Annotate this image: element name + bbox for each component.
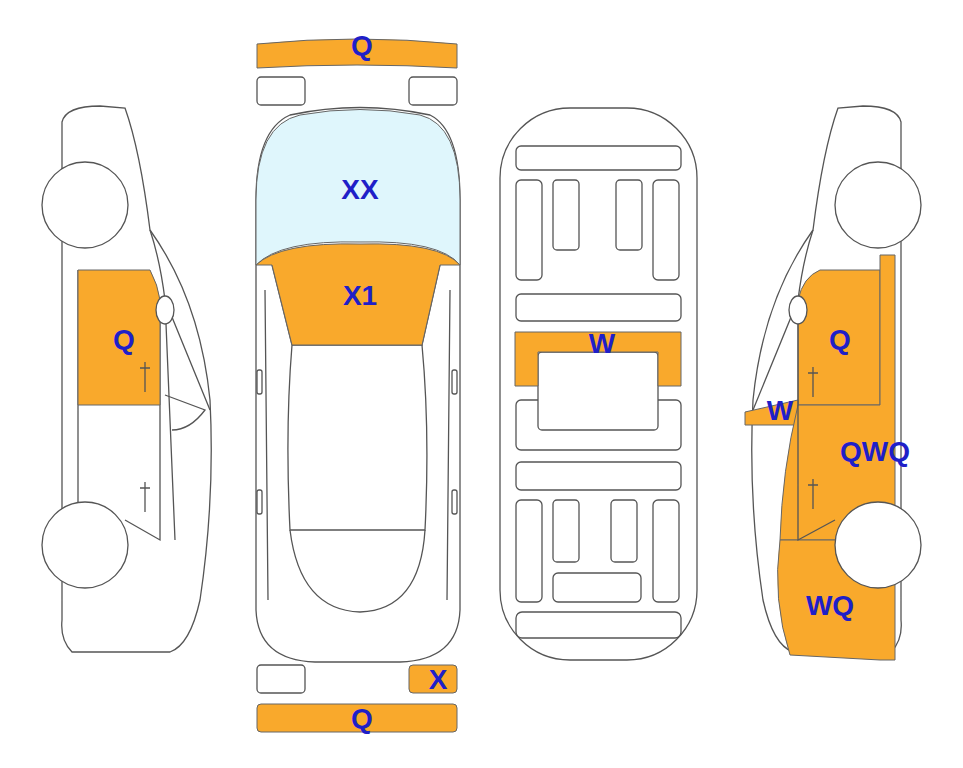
top-view-body <box>256 108 460 663</box>
damage-code: Q <box>829 326 851 354</box>
light <box>409 77 457 105</box>
damage-panel: W <box>513 330 683 388</box>
damage-code: WQ <box>806 592 854 620</box>
damage-panel: Q <box>255 34 459 72</box>
damage-panel: QWQ <box>776 253 898 543</box>
panel-outline <box>798 270 880 405</box>
underbody <box>500 108 697 660</box>
damage-code: Q <box>113 326 135 354</box>
panel-outline <box>409 665 457 693</box>
left-side-view <box>62 106 212 652</box>
damage-panel: W <box>743 398 800 428</box>
mirror <box>789 296 807 324</box>
wheel <box>42 502 128 588</box>
damage-panel: Q <box>793 266 883 408</box>
damage-panel: X1 <box>270 243 442 347</box>
damage-panel: XX <box>254 104 462 268</box>
damage-code: QWQ <box>840 438 910 466</box>
panel-outline <box>257 704 457 732</box>
damage-code: Q <box>351 705 373 733</box>
damage-code: Q <box>351 32 373 60</box>
panel-outline <box>778 540 895 660</box>
light <box>257 665 305 693</box>
damage-panel: Q <box>76 268 164 408</box>
damage-code: X <box>429 666 448 694</box>
damage-code: W <box>589 330 615 358</box>
light <box>257 77 305 105</box>
wheel <box>835 502 921 588</box>
mirror <box>156 296 174 324</box>
damage-panel: WQ <box>770 538 898 663</box>
panel-shape <box>776 253 898 543</box>
panel-outline <box>780 255 895 540</box>
wheel <box>42 162 128 248</box>
panel-outline <box>78 270 160 405</box>
damage-panel: Q <box>255 702 459 734</box>
damage-code: XX <box>341 176 378 204</box>
wheel <box>835 162 921 248</box>
damage-code: X1 <box>343 282 377 310</box>
damage-code: W <box>767 397 793 425</box>
panel-outline <box>256 110 460 266</box>
panel-outline <box>256 244 460 345</box>
damage-panel: X <box>407 663 459 695</box>
